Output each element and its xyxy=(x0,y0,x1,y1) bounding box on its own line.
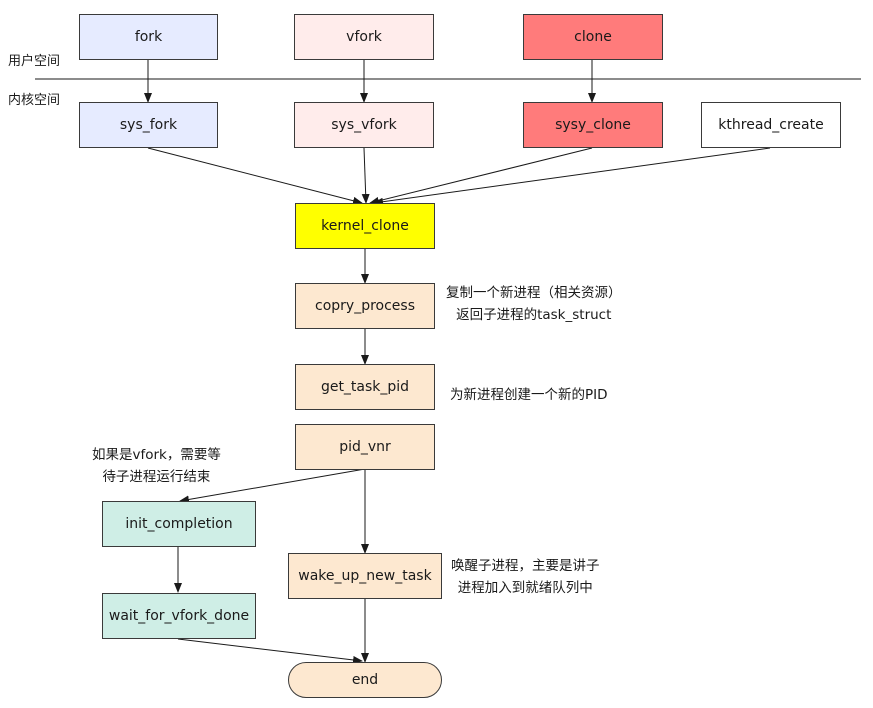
note-copy-process: 复制一个新进程（相关资源） 返回子进程的task_struct xyxy=(446,282,622,326)
node-fork[interactable]: fork xyxy=(79,14,218,60)
node-kthread-create[interactable]: kthread_create xyxy=(701,102,841,148)
edge-wait-for-vfork-done-end xyxy=(177,638,363,664)
node-vfork[interactable]: vfork xyxy=(294,14,434,60)
note-get-task-pid: 为新进程创建一个新的PID xyxy=(450,384,608,406)
edge-pid-vnr-init-completion xyxy=(179,468,366,504)
user-space-label: 用户空间 xyxy=(8,54,61,69)
node-sys-fork[interactable]: sys_fork xyxy=(79,102,218,148)
note-vfork-wait: 如果是vfork，需要等 待子进程运行结束 xyxy=(92,444,221,488)
kernel-space-label: 内核空间 xyxy=(8,93,61,108)
node-wait-for-vfork-done[interactable]: wait_for_vfork_done xyxy=(102,593,256,639)
note-get-task-pid-line1: 为新进程创建一个新的PID xyxy=(450,387,608,403)
note-vfork-wait-line1: 如果是vfork，需要等 xyxy=(92,447,221,463)
node-init-completion[interactable]: init_completion xyxy=(102,501,256,547)
note-copy-process-line2: 返回子进程的task_struct xyxy=(456,307,612,323)
note-wake-up-line1: 唤醒子进程，主要是讲子 xyxy=(451,558,600,574)
node-copry-process[interactable]: copry_process xyxy=(295,283,435,329)
node-clone[interactable]: clone xyxy=(523,14,663,60)
edge-kthread-create-kernel-clone xyxy=(373,147,771,206)
node-end[interactable]: end xyxy=(288,662,442,698)
note-vfork-wait-line2: 待子进程运行结束 xyxy=(102,469,211,485)
node-get-task-pid[interactable]: get_task_pid xyxy=(295,364,435,410)
node-kernel-clone[interactable]: kernel_clone xyxy=(295,203,435,249)
node-pid-vnr[interactable]: pid_vnr xyxy=(295,424,435,470)
edge-sysy-clone-kernel-clone xyxy=(369,147,593,205)
node-sys-vfork[interactable]: sys_vfork xyxy=(294,102,434,148)
node-sysy-clone[interactable]: sysy_clone xyxy=(523,102,663,148)
note-wake-up: 唤醒子进程，主要是讲子 进程加入到就绪队列中 xyxy=(451,555,600,599)
edge-sys-vfork-kernel-clone xyxy=(361,147,370,204)
note-copy-process-line1: 复制一个新进程（相关资源） xyxy=(446,285,622,301)
edge-sys-fork-kernel-clone xyxy=(147,147,363,205)
node-wake-up-new-task[interactable]: wake_up_new_task xyxy=(288,553,442,599)
note-wake-up-line2: 进程加入到就绪队列中 xyxy=(457,580,593,596)
